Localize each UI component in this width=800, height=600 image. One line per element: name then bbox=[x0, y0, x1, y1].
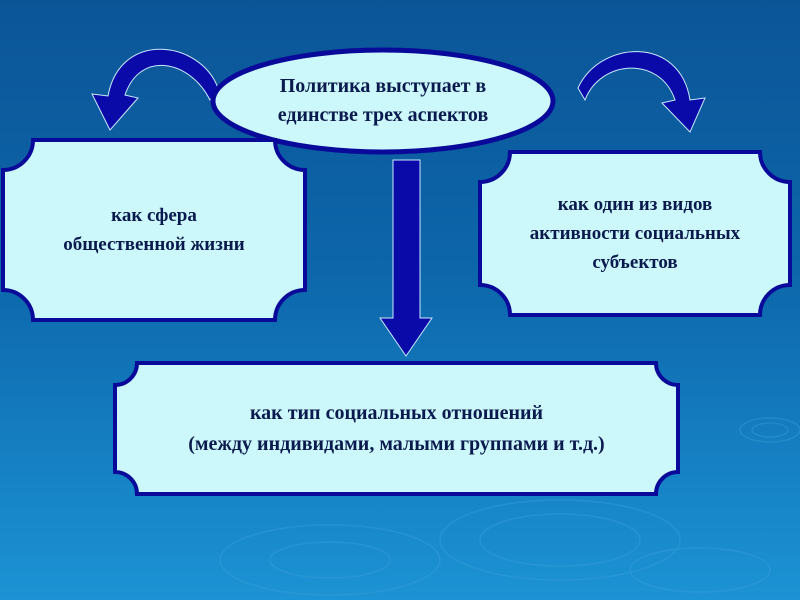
aspect-line: (между индивидами, малыми группами и т.д… bbox=[188, 432, 605, 455]
aspect-line: субъектов bbox=[592, 252, 678, 273]
aspect-line: активности социальных bbox=[529, 223, 741, 244]
ripple-decoration bbox=[219, 417, 800, 596]
aspect-line: как тип социальных отношений bbox=[249, 401, 544, 424]
box-bottom bbox=[113, 361, 680, 496]
title-line: единстве трех аспектов bbox=[277, 104, 489, 126]
aspect-sphere-text: как сфера общественной жизни bbox=[5, 142, 303, 318]
box-right bbox=[478, 150, 792, 317]
aspect-line: общественной жизни bbox=[63, 234, 245, 255]
title-text: Политика выступает в единстве трех аспек… bbox=[230, 60, 536, 142]
down-arrow bbox=[379, 159, 433, 357]
title-ellipse bbox=[210, 47, 556, 155]
title-line: Политика выступает в bbox=[279, 75, 487, 97]
box-left bbox=[1, 138, 307, 322]
curved-arrow-left bbox=[91, 48, 219, 131]
aspect-line: как один из видов bbox=[557, 194, 713, 215]
aspect-relations-text: как тип социальных отношений (между инди… bbox=[117, 365, 676, 492]
aspect-activity-text: как один из видов активности социальных … bbox=[482, 154, 788, 313]
curved-arrow-right bbox=[577, 51, 706, 133]
aspect-line: как сфера bbox=[111, 205, 197, 226]
